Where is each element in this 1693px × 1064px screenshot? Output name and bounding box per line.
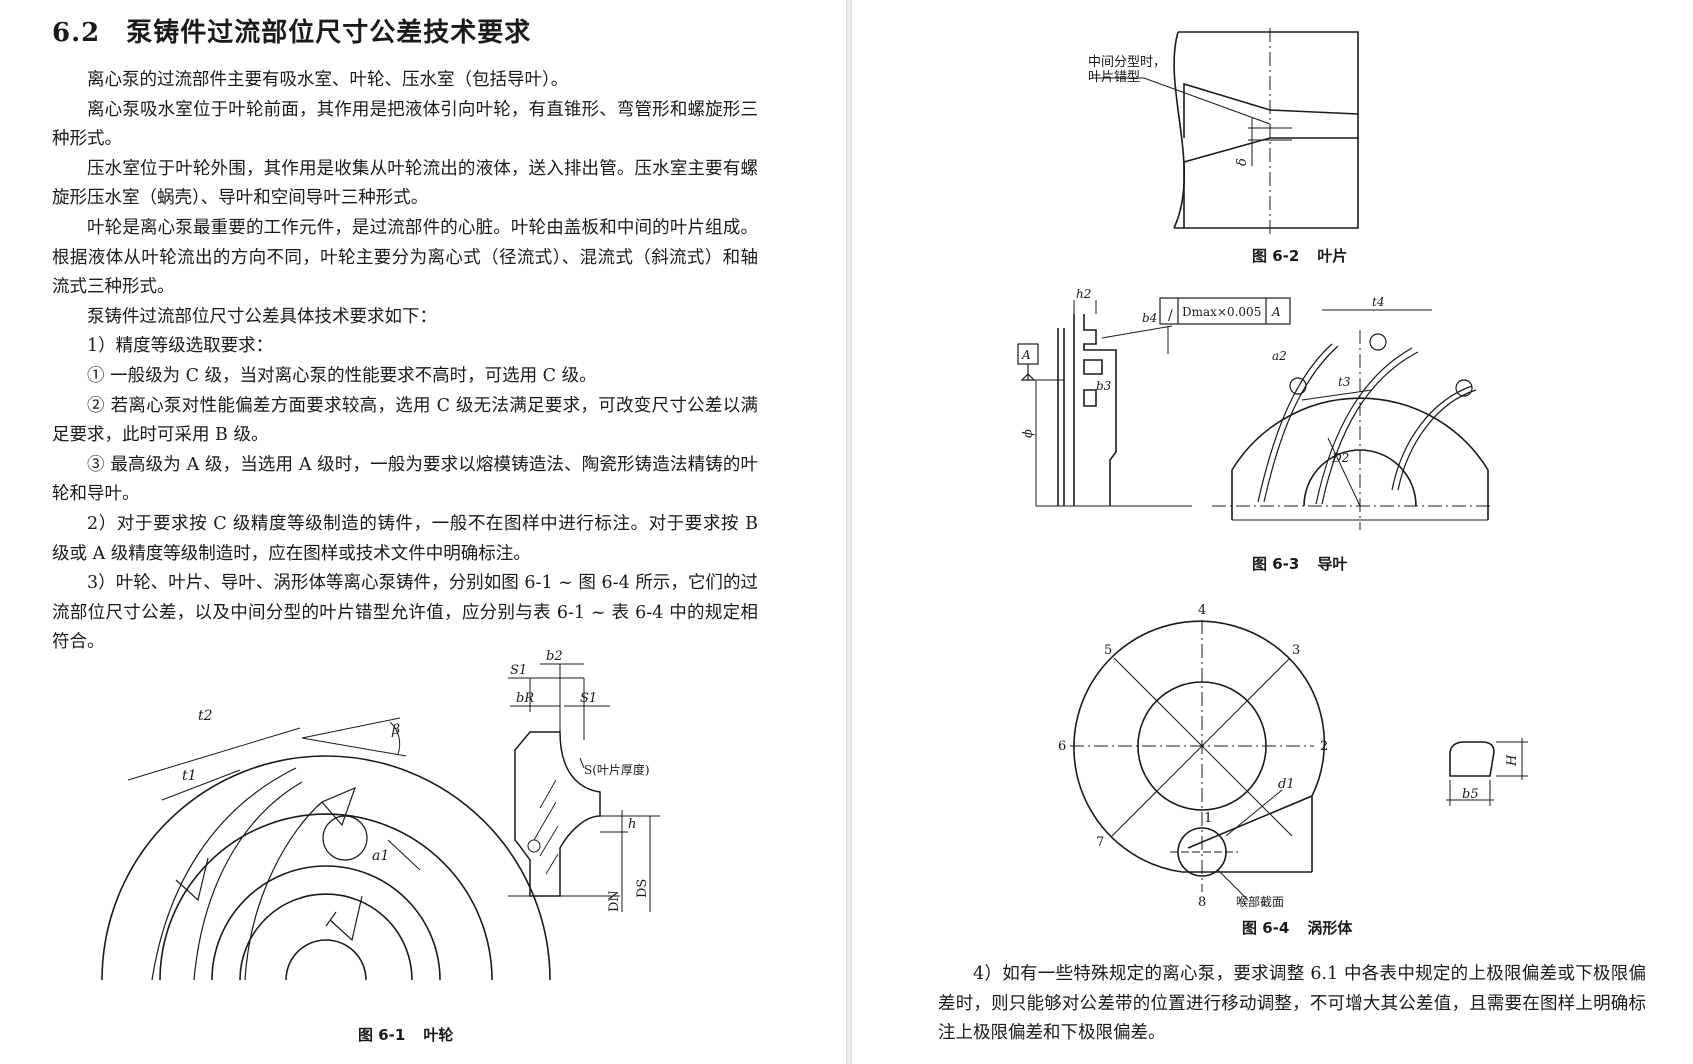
label-throat-section: 喉部截面 bbox=[1236, 894, 1284, 909]
label-t3: t3 bbox=[1338, 375, 1351, 389]
figure-6-1-impeller: t2 t1 β a1 bbox=[101, 708, 551, 981]
label-t4: t4 bbox=[1372, 295, 1384, 309]
page-gutter bbox=[846, 0, 852, 1064]
label-tolerance: Dmax×0.005 bbox=[1182, 305, 1261, 319]
label-d2: D2 bbox=[1331, 451, 1349, 465]
figure-6-4-volute: 4 3 5 2 6 7 8 1 d1 喉部截面 H b5 bbox=[1058, 603, 1528, 910]
label-pos-2: 2 bbox=[1320, 739, 1328, 754]
paragraph: 2）对于要求按 C 级精度等级制造的铸件，一般不在图样中进行标注。对于要求按 B… bbox=[52, 513, 758, 564]
label-t2: t2 bbox=[198, 708, 213, 724]
section-title: 泵铸件过流部位尺寸公差技术要求 bbox=[126, 18, 532, 48]
label-t1: t1 bbox=[182, 768, 197, 784]
label-phi: ϕ bbox=[1021, 429, 1036, 438]
label-s1-top: S1 bbox=[510, 663, 527, 678]
label-beta: β bbox=[391, 722, 400, 738]
label-pos-7: 7 bbox=[1096, 835, 1104, 850]
label-d1: d1 bbox=[1278, 777, 1295, 792]
label-s1-right: S1 bbox=[580, 691, 597, 706]
label-pos-4: 4 bbox=[1198, 603, 1206, 618]
label-pos-8: 8 bbox=[1198, 895, 1206, 910]
label-b4: b4 bbox=[1142, 311, 1157, 325]
paragraph: ① 一般级为 C 级，当对离心泵的性能要求不高时，可选用 C 级。 bbox=[87, 365, 597, 386]
label-h-volute: H bbox=[1505, 754, 1520, 767]
label-b5: b5 bbox=[1462, 787, 1479, 802]
paragraph: 泵铸件过流部位尺寸公差具体技术要求如下： bbox=[87, 306, 437, 327]
figure-6-3-guide-vane: h2 b4 b3 A ϕ Dmax×0.005 A / t4 a2 t3 D2 bbox=[1017, 287, 1492, 530]
label-delta: δ bbox=[1235, 158, 1250, 166]
label-s-thickness: S(叶片厚度) bbox=[584, 762, 650, 777]
label-note-line1: 中间分型时， bbox=[1088, 55, 1166, 70]
label-pos-1: 1 bbox=[1204, 811, 1212, 826]
label-h: h bbox=[628, 817, 636, 832]
label-a1: a1 bbox=[372, 848, 389, 864]
straightness-icon: / bbox=[1168, 308, 1173, 324]
paragraph: 离心泵吸水室位于叶轮前面，其作用是把液体引向叶轮，有直锥形、弯管形和螺旋形三种形… bbox=[52, 99, 758, 150]
label-h2: h2 bbox=[1076, 287, 1091, 301]
paragraph: 3）叶轮、叶片、导叶、涡形体等离心泵铸件，分别如图 6-1 ~ 图 6-4 所示… bbox=[52, 573, 758, 653]
body-text: 离心泵的过流部件主要有吸水室、叶轮、压水室（包括导叶）。 离心泵吸水室位于叶轮前… bbox=[52, 66, 758, 658]
label-datum-a: A bbox=[1021, 348, 1031, 362]
paragraph: ② 若离心泵对性能偏差方面要求较高，选用 C 级无法满足要求，可改变尺寸公差以满… bbox=[52, 395, 758, 446]
section-number: 6.2 bbox=[52, 18, 101, 48]
paragraph: 1）精度等级选取要求： bbox=[87, 336, 274, 357]
label-br: bR bbox=[516, 691, 534, 706]
label-dn: DN bbox=[607, 890, 622, 912]
label-pos-5: 5 bbox=[1104, 643, 1112, 658]
figure-6-2-blade: 中间分型时， 叶片错型 δ bbox=[1088, 28, 1359, 238]
label-b2: b2 bbox=[546, 649, 563, 664]
figure-6-1-section: S1 b2 bR S1 S(叶片厚度) h DN DS bbox=[508, 649, 660, 912]
section-heading: 6.2 泵铸件过流部位尺寸公差技术要求 bbox=[52, 12, 531, 49]
label-ds: DS bbox=[635, 879, 650, 898]
paragraph: 离心泵的过流部件主要有吸水室、叶轮、压水室（包括导叶）。 bbox=[87, 70, 569, 90]
left-page: 6.2 泵铸件过流部位尺寸公差技术要求 离心泵的过流部件主要有吸水室、叶轮、压水室… bbox=[0, 0, 846, 1064]
paragraph: 叶轮是离心泵最重要的工作元件，是过流部件的心脏。叶轮由盖板和中间的叶片组成。根据… bbox=[52, 217, 758, 298]
label-note-line2: 叶片错型 bbox=[1088, 70, 1140, 85]
label-pos-6: 6 bbox=[1058, 739, 1066, 754]
label-a2: a2 bbox=[1272, 349, 1287, 363]
paragraph: ③ 最高级为 A 级，当选用 A 级时，一般为要求以熔模铸造法、陶瓷形铸造法精铸… bbox=[52, 454, 758, 505]
label-b3: b3 bbox=[1096, 379, 1112, 393]
label-pos-3: 3 bbox=[1292, 643, 1300, 658]
paragraph: 压水室位于叶轮外围，其作用是收集从叶轮流出的液体，送入排出管。压水室主要有螺旋形… bbox=[52, 158, 758, 209]
paragraph-4: 4）如有一些特殊规定的离心泵，要求调整 6.1 中各表中规定的上极限偏差或下极限… bbox=[938, 964, 1646, 1044]
label-datum-a-ref: A bbox=[1271, 305, 1281, 319]
